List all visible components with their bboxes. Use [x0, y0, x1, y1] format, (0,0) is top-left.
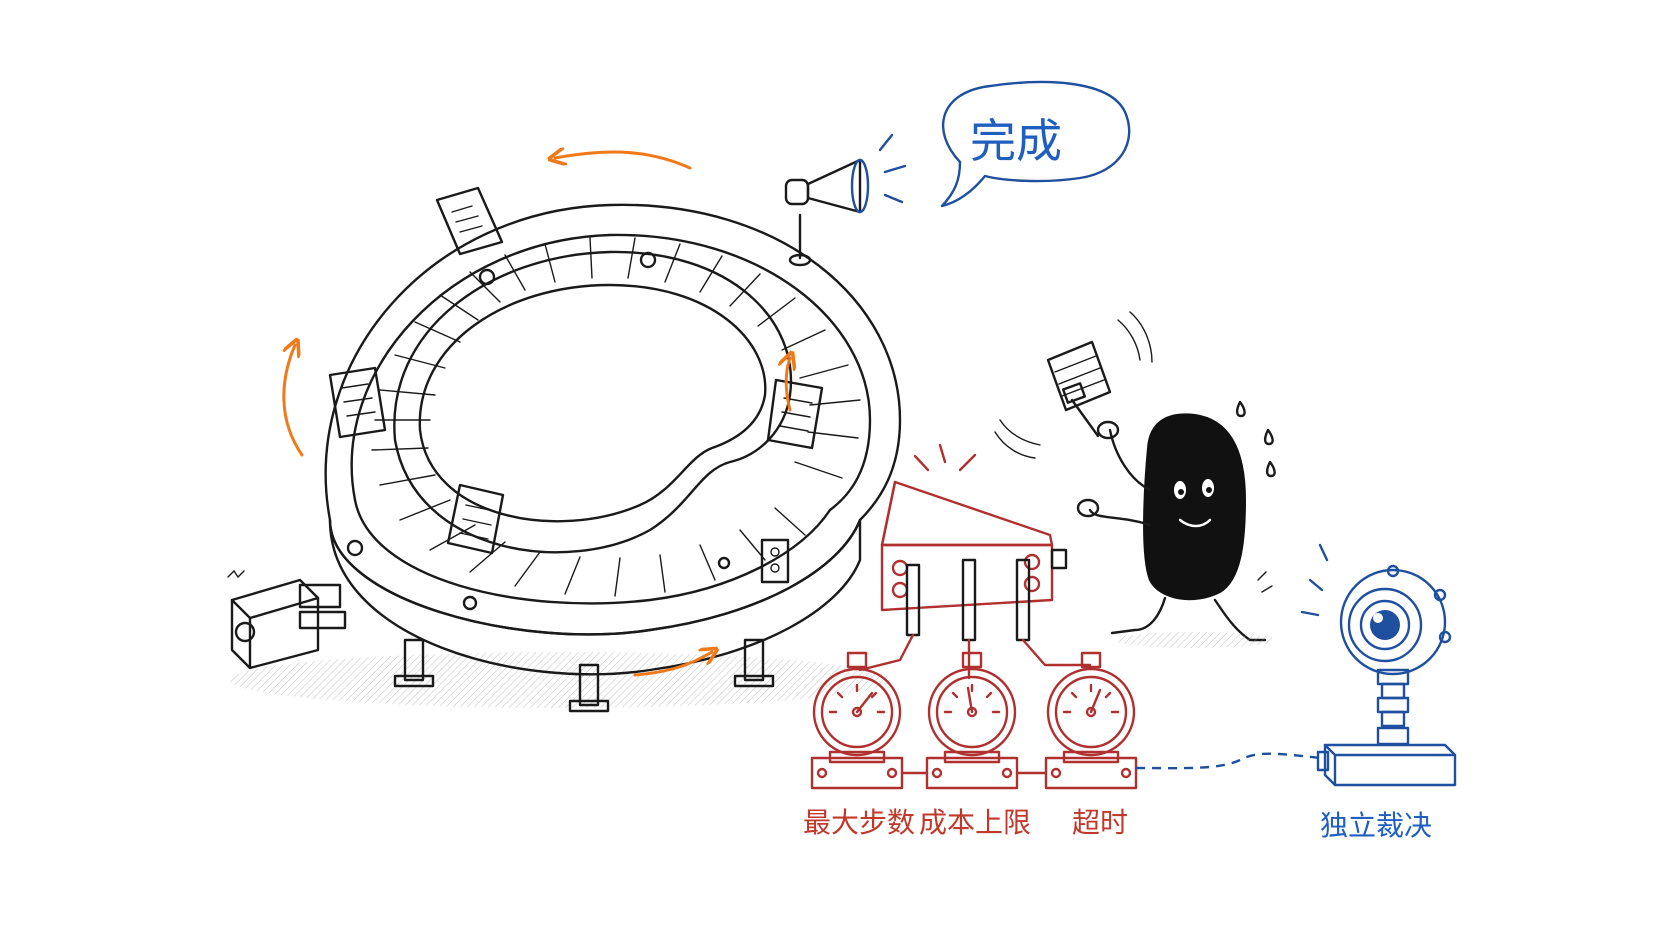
pressure-gauge-icon — [810, 651, 904, 790]
conveyor-slats — [371, 237, 861, 597]
gauge-label-max-steps: 最大步数 — [803, 806, 915, 839]
gauge-label-cost-limit: 成本上限 — [919, 806, 1031, 839]
judge-link — [1135, 752, 1321, 770]
gauge-label-timeout: 超时 — [1072, 806, 1128, 839]
camera-eye-icon: 独立裁决 — [1300, 543, 1457, 842]
pressure-gauge-icon — [925, 651, 1019, 790]
hammer-icon — [994, 311, 1153, 459]
pressure-gauge-icon — [1044, 651, 1138, 790]
judge-label: 独立裁决 — [1320, 809, 1432, 842]
gauge-timeout: 超时 — [1044, 651, 1138, 839]
bubble-text: 完成 — [970, 114, 1062, 168]
agent-character-icon — [1076, 400, 1276, 648]
gauge-cost-limit: 成本上限 — [919, 651, 1031, 839]
document-icon — [328, 366, 387, 439]
motor-icon — [227, 569, 347, 670]
speech-bubble: 完成 — [940, 80, 1131, 208]
gauge-max-steps: 最大步数 — [803, 651, 915, 839]
loop-direction-arrows — [282, 152, 790, 677]
document-icon — [446, 483, 505, 555]
document-icon — [766, 378, 824, 450]
guardrail-brake — [858, 443, 1092, 680]
megaphone-icon — [784, 133, 907, 267]
loop-conveyor-icon — [227, 203, 902, 713]
document-icon — [435, 186, 504, 256]
